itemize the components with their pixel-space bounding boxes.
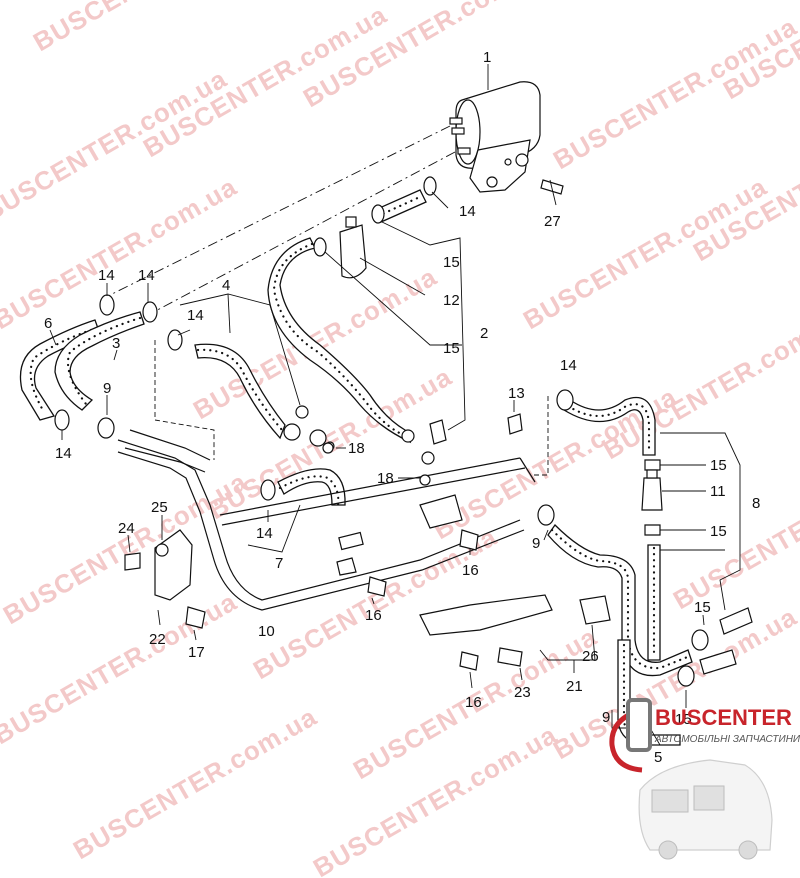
callout-labels: 1 27 14 15 12 15 2 14 14 4 14 6 3 9 14 1… xyxy=(44,49,760,766)
callout-label: 18 xyxy=(377,470,394,487)
callout-label: 12 xyxy=(443,292,460,309)
callout-label: 27 xyxy=(544,213,561,230)
pipes xyxy=(117,429,536,611)
watermark-text: BUSCENTER.com.ua xyxy=(548,11,800,175)
buscenter-logo: BUSCENTER АВТОМОБІЛЬНІ ЗАПЧАСТИНИ xyxy=(609,698,800,860)
callout-label: 13 xyxy=(508,385,525,402)
callout-label: 15 xyxy=(675,711,692,728)
callout-label: 16 xyxy=(462,562,479,579)
callout-label: 18 xyxy=(348,440,365,457)
callout-label: 15 xyxy=(694,599,711,616)
callout-label: 22 xyxy=(149,631,166,648)
callout-label: 21 xyxy=(566,678,583,695)
callout-label: 16 xyxy=(465,694,482,711)
watermark-text: BUSCENTER.com.ua xyxy=(518,171,772,335)
hoses xyxy=(19,189,693,746)
callout-label: 14 xyxy=(256,525,273,542)
reference-lines xyxy=(99,125,456,316)
callout-label: 14 xyxy=(459,203,476,220)
callout-label: 9 xyxy=(103,380,111,397)
small-parts xyxy=(54,176,753,687)
callout-label: 5 xyxy=(654,749,662,766)
watermark-text: BUSCENTER.com.ua xyxy=(598,301,800,465)
callout-label: 7 xyxy=(275,555,283,572)
callout-label: 11 xyxy=(710,483,726,500)
callout-label: 14 xyxy=(138,267,155,284)
callout-label: 24 xyxy=(118,520,135,537)
callout-label: 3 xyxy=(112,335,120,352)
callout-label: 9 xyxy=(602,709,610,726)
callout-label: 25 xyxy=(151,499,168,516)
callout-label: 10 xyxy=(258,623,275,640)
logo-tagline: АВТОМОБІЛЬНІ ЗАПЧАСТИНИ xyxy=(654,734,800,745)
callout-label: 17 xyxy=(188,644,205,661)
watermark-text: BUSCENTER.com.ua xyxy=(68,701,322,865)
heater-unit xyxy=(449,81,564,195)
callout-label: 14 xyxy=(55,445,72,462)
callout-label: 15 xyxy=(710,457,727,474)
callout-label: 15 xyxy=(443,254,460,271)
callout-label: 4 xyxy=(222,277,230,294)
watermark-text: BUSCENTER.com.ua xyxy=(668,451,800,615)
callout-label: 23 xyxy=(514,684,531,701)
leader-lines xyxy=(49,64,741,746)
callout-label: 14 xyxy=(560,357,577,374)
callout-label: 16 xyxy=(365,607,382,624)
callout-label: 8 xyxy=(752,495,760,512)
callout-label: 9 xyxy=(532,535,540,552)
watermark-text: BUSCENTER.com.ua xyxy=(28,0,282,57)
callout-label: 6 xyxy=(44,315,52,332)
callout-label: 26 xyxy=(582,648,599,665)
callout-label: 14 xyxy=(98,267,115,284)
callout-label: 15 xyxy=(710,523,727,540)
logo-wordmark: BUSCENTER xyxy=(655,705,792,730)
callout-label: 2 xyxy=(480,325,488,342)
callout-label: 14 xyxy=(187,307,204,324)
callout-label: 1 xyxy=(483,49,491,66)
callout-label: 15 xyxy=(443,340,460,357)
